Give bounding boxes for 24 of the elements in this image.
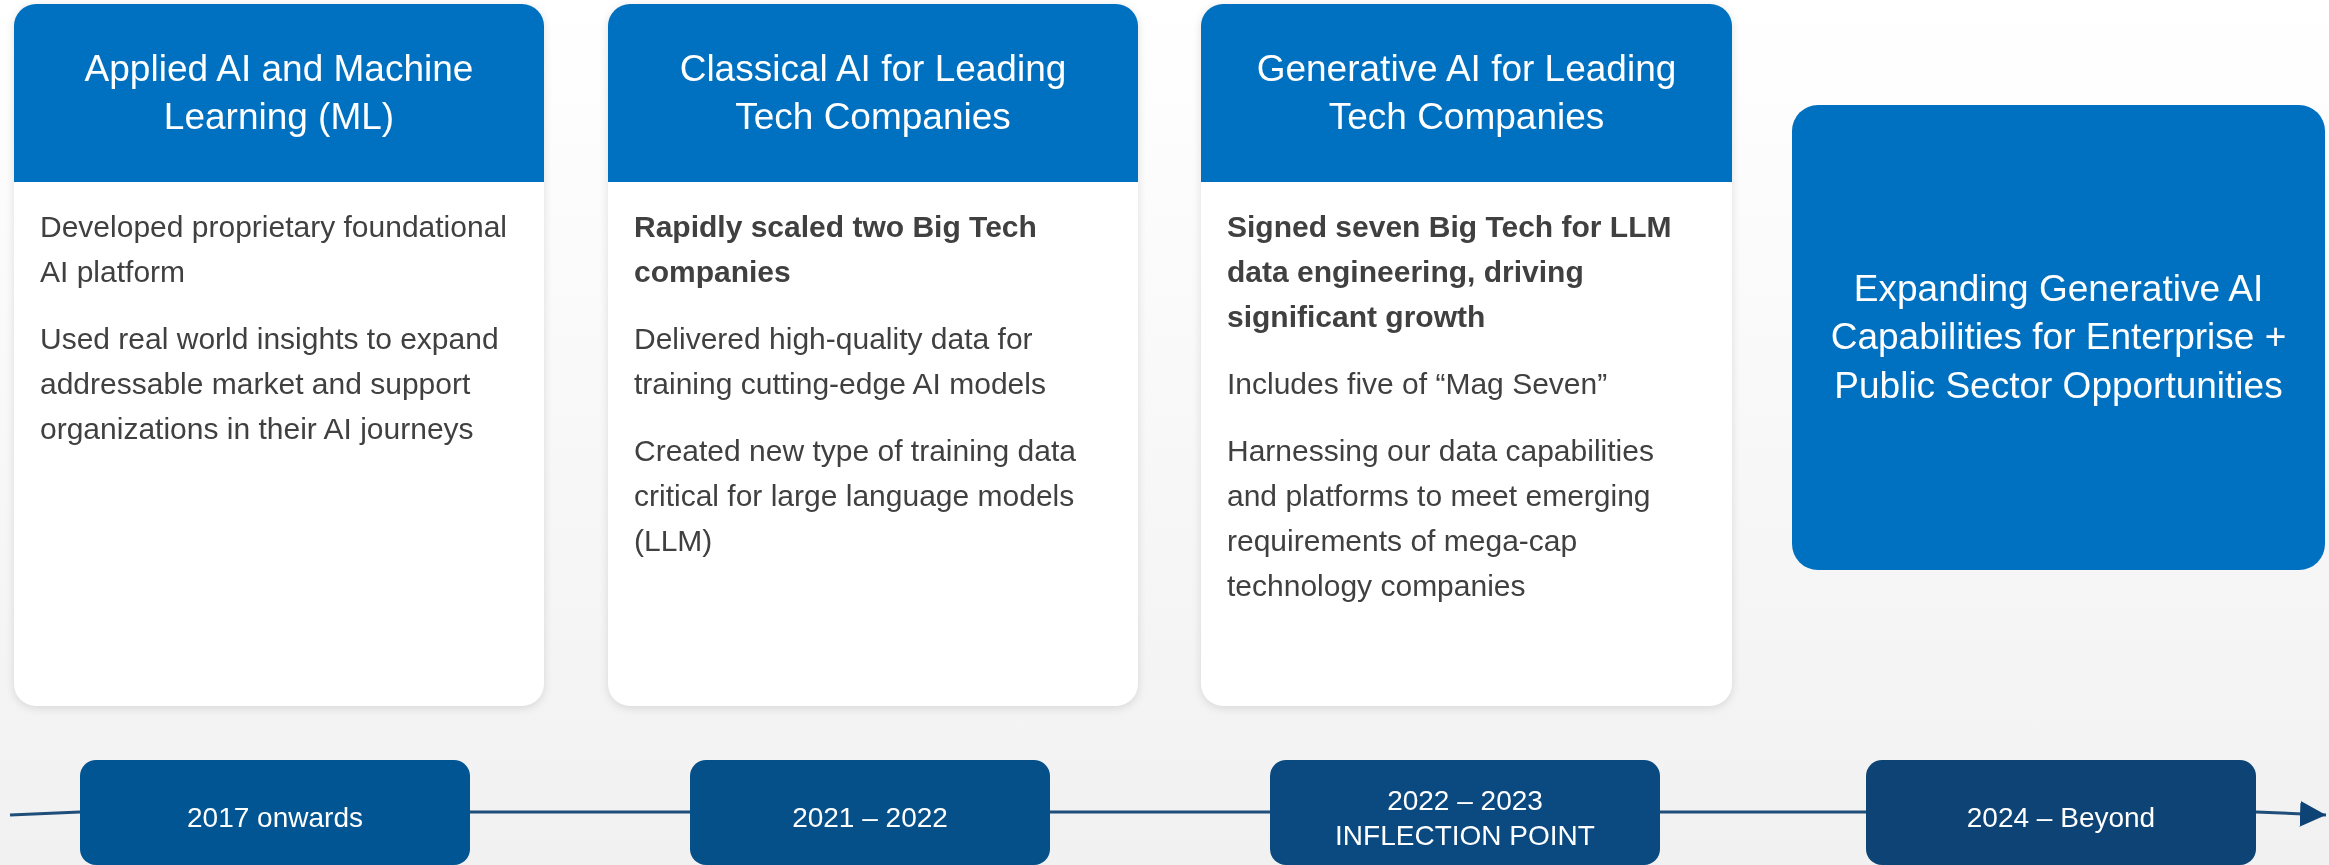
timeline-card bbox=[14, 4, 544, 706]
milestone-text: Delivered high-quality data for training cutting-edge AI models bbox=[634, 321, 1047, 402]
milestone-text: Used real world insights to expand addressable market and support organizations in their AI journeys bbox=[40, 321, 500, 447]
date-pill: 2017 onwards bbox=[80, 760, 470, 865]
date-pill: 2022 – 2023 INFLECTION POINT bbox=[1270, 760, 1660, 865]
timeline-line bbox=[1050, 810, 1270, 814]
timeline-line bbox=[1660, 810, 1866, 814]
milestone-text: Includes five of “Mag Seven” bbox=[1227, 366, 1609, 402]
highlight-box: Expanding Generative AI Capabilities for Enterprise + Public Sector Opportunities bbox=[1792, 105, 2325, 570]
timeline-line bbox=[9, 810, 81, 817]
milestone-text: Harnessing our data capabilities and platforms to meet emerging requirements of mega-cap technology companies bbox=[1227, 433, 1655, 604]
milestone-text: Created new type of training data critical for large language models (LLM) bbox=[634, 433, 1077, 559]
timeline-arrow bbox=[2255, 800, 2327, 827]
milestone-text: Developed proprietary foundational AI platform bbox=[40, 209, 508, 290]
milestone-headline: Rapidly scaled two Big Tech companies bbox=[634, 209, 1038, 290]
milestone-headline: Signed seven Big Tech for LLM data engineering, driving significant growth bbox=[1227, 209, 1673, 335]
date-pill: 2024 – Beyond bbox=[1866, 760, 2256, 865]
card-heading: Generative AI for Leading Tech Companies bbox=[1201, 4, 1732, 182]
timeline-card bbox=[608, 4, 1138, 706]
timeline-card bbox=[1201, 4, 1732, 706]
card-heading: Classical AI for Leading Tech Companies bbox=[608, 4, 1138, 182]
card-heading: Applied AI and Machine Learning (ML) bbox=[14, 4, 544, 182]
date-pill: 2021 – 2022 bbox=[690, 760, 1050, 865]
timeline-line bbox=[470, 810, 690, 814]
